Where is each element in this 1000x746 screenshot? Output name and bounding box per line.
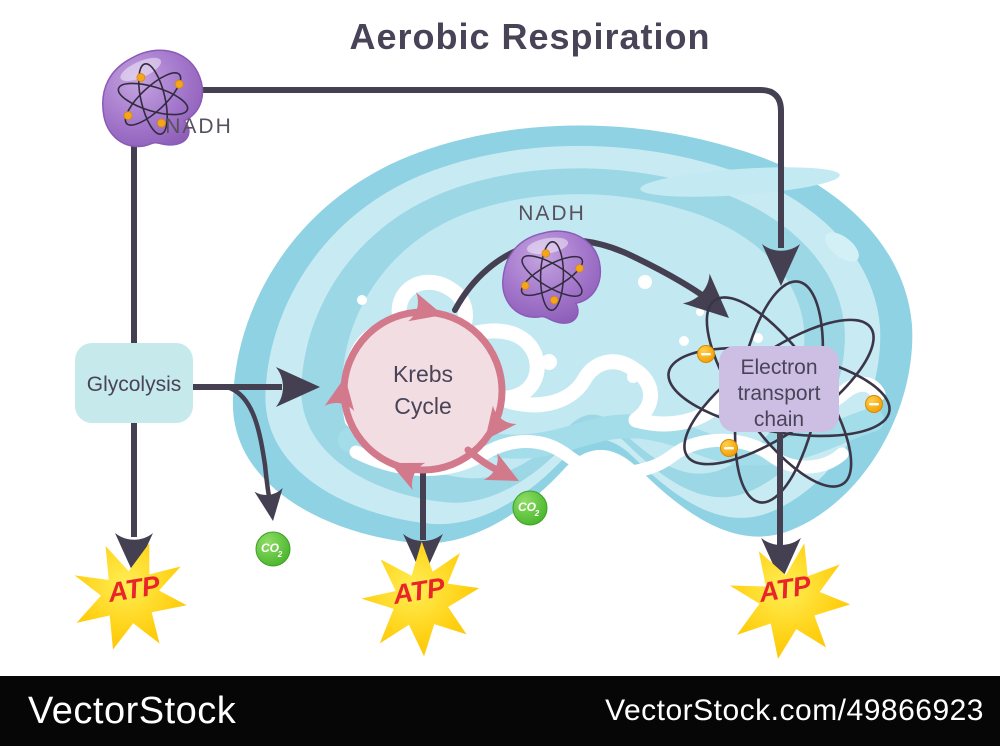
etc-label-line3: chain (754, 408, 804, 431)
co2-molecule-krebs: CO 2 (512, 490, 548, 526)
atp-starburst-krebs: ATP (356, 536, 486, 663)
krebs-label-line2: Cycle (394, 393, 452, 419)
atp-starburst-glycolysis: ATP (59, 527, 200, 665)
krebs-circle-shape (340, 308, 506, 474)
krebs-cycle-circle: Krebs Cycle (324, 292, 517, 491)
etc-box-shape (719, 346, 839, 432)
co2-subscript: 2 (534, 509, 540, 518)
nadh-cytosol-label: NADH (165, 115, 233, 138)
nadh-molecule-matrix: NADH (498, 202, 606, 328)
arrow-glycolysis-to-co2 (228, 385, 288, 523)
watermark-credit: VectorStock.com/49866923 (605, 694, 984, 727)
arrow-nadh-to-etc (190, 87, 800, 286)
nadh-molecule-cytosol: NADH (94, 43, 233, 155)
arrow-krebs-to-atp (403, 462, 443, 578)
co2-label: CO (261, 541, 280, 555)
electron-transport-chain-box: Electron transport chain (719, 346, 839, 432)
etc-electrons (697, 345, 883, 457)
nadh-matrix-label: NADH (518, 202, 586, 225)
electron-icon (865, 395, 883, 413)
atp-starburst-etc: ATP (720, 533, 858, 668)
etc-label-line1: Electron (740, 356, 817, 379)
mitochondrion (232, 125, 913, 544)
krebs-label-line1: Krebs (393, 361, 453, 387)
etc-label-line2: transport (738, 382, 821, 405)
glycolysis-box: Glycolysis (75, 343, 193, 423)
arrow-glycolysis-to-atp (115, 422, 153, 575)
page-title: Aerobic Respiration (349, 16, 711, 57)
electron-icon (720, 439, 738, 457)
co2-molecule-glycolysis: CO 2 (255, 531, 291, 567)
watermark-brand: VectorStock (28, 689, 237, 732)
watermark-bar: VectorStock VectorStock.com/49866923 (0, 676, 1000, 746)
glycolysis-label: Glycolysis (87, 373, 182, 396)
membrane-highlight-small (825, 232, 859, 262)
arrow-glycolysis-to-krebs (193, 367, 320, 407)
glycolysis-box-shape (75, 343, 193, 423)
arrow-etc-to-atp (761, 430, 801, 582)
electron-icon (697, 345, 715, 363)
co2-subscript: 2 (277, 550, 283, 559)
aerobic-respiration-diagram: Electron transport chain NADH (59, 43, 913, 668)
arrow-krebs-to-co2 (464, 446, 526, 495)
co2-label: CO (518, 500, 537, 514)
arrow-krebs-to-etc (452, 237, 743, 333)
membrane-highlight (640, 167, 840, 197)
